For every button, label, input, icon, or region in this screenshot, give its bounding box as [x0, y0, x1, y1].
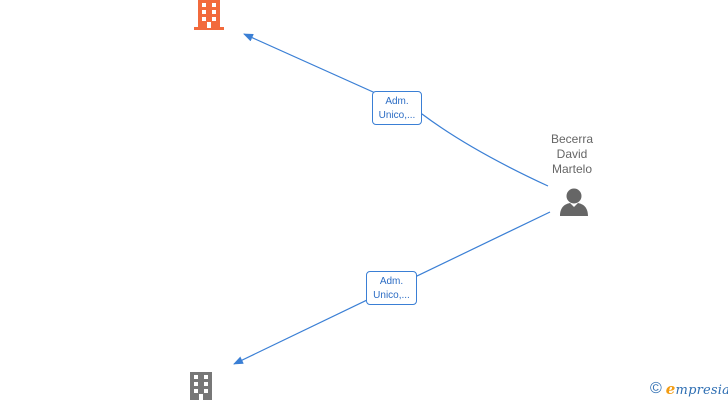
edge-label-line1: Adm.: [385, 96, 409, 107]
edge-label-line2: Unico,...: [378, 110, 416, 121]
brand-logo-initial: e: [665, 380, 676, 398]
company-node-bottom[interactable]: [188, 370, 214, 400]
person-name[interactable]: Becerra David Martelo: [536, 132, 608, 177]
person-name-line2: David: [556, 147, 588, 161]
person-name-line1: Becerra: [550, 132, 594, 146]
brand-logo-rest: mpresia: [675, 383, 728, 398]
person-name-line3: Martelo: [551, 162, 592, 176]
edge-label-line1: Adm.: [379, 276, 404, 287]
edge-label-line2: Unico,...: [373, 290, 410, 301]
brand-watermark: © empresia: [650, 379, 728, 399]
edge-line-top: [243, 33, 549, 187]
company-node-top[interactable]: [193, 0, 225, 31]
person-icon: [560, 188, 588, 216]
building-icon: [190, 372, 212, 400]
edge-label-bottom[interactable]: Adm. Unico,...: [366, 271, 417, 305]
edge-label-top[interactable]: Adm. Unico,...: [372, 91, 422, 125]
person-node[interactable]: [559, 187, 589, 217]
brand-logo: empresia: [666, 380, 728, 398]
copyright-icon: ©: [650, 380, 662, 397]
building-icon: [194, 0, 224, 30]
